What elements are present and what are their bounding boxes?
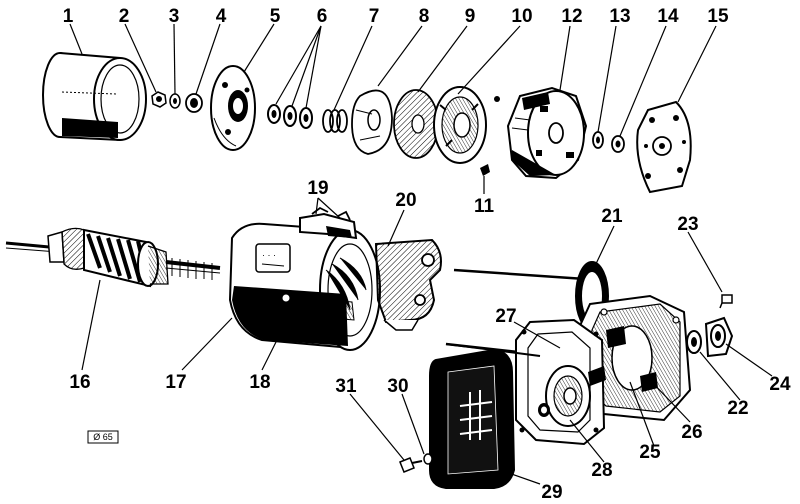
nameplate-glyphs: · · ·: [262, 250, 276, 260]
part-19-terminal: [299, 206, 358, 240]
part-16-armature: [5, 227, 221, 288]
callout-19: 19: [307, 178, 328, 199]
callout-6: 6: [317, 6, 328, 27]
callout-18: 18: [249, 372, 270, 393]
part-22-washer: [686, 330, 702, 354]
callout-7: 7: [369, 6, 380, 27]
part-28-brush-plate: [538, 365, 606, 427]
callout-labels: 1 2 3 4 5 6 7 8 9 10 11 12 13 14 15 16 1…: [63, 6, 791, 503]
part-14-washer: [611, 135, 625, 153]
part-8-disc: [351, 89, 393, 155]
callout-8: 8: [419, 6, 430, 27]
part-26-end-housing: [574, 294, 692, 422]
callout-5: 5: [270, 6, 281, 27]
part-30-washer: [423, 453, 433, 465]
part-3-washer: [169, 93, 181, 109]
callout-25: 25: [639, 442, 661, 463]
part-20-mounting-flange: [374, 238, 442, 331]
part-18-field-frame: · · ·: [228, 222, 381, 351]
callout-1: 1: [63, 6, 74, 27]
part-24-nut: [704, 316, 734, 358]
reference-code: Ø 65: [93, 432, 113, 442]
part-5-end-plate: [210, 65, 256, 151]
callout-24: 24: [769, 374, 791, 395]
part-7-spring: [322, 109, 348, 133]
reference-code-stamp: Ø 65: [87, 430, 119, 444]
callout-9: 9: [465, 6, 476, 27]
part-4-bush: [185, 93, 203, 113]
callout-14: 14: [657, 6, 679, 27]
part-31-screw: [399, 457, 423, 473]
callout-11: 11: [474, 196, 495, 217]
part-13-washer: [592, 131, 604, 149]
part-6-washers: [267, 104, 313, 129]
part-1-band: [42, 52, 147, 142]
part-9-friction-disc: [393, 89, 439, 159]
callout-21: 21: [601, 206, 623, 227]
part-10-clutch-drum: [433, 86, 487, 164]
callout-30: 30: [387, 376, 408, 397]
leader-lines: [69, 23, 773, 485]
callout-16: 16: [69, 372, 90, 393]
callout-10: 10: [511, 6, 532, 27]
callout-29: 29: [541, 482, 562, 503]
callout-4: 4: [216, 6, 227, 27]
callout-15: 15: [707, 6, 729, 27]
part-23-screw: [719, 294, 733, 309]
callout-27: 27: [495, 306, 516, 327]
callout-2: 2: [119, 6, 130, 27]
callout-23: 23: [677, 214, 698, 235]
callout-28: 28: [591, 460, 612, 481]
callout-31: 31: [335, 376, 357, 397]
part-29-cover: [429, 343, 541, 489]
callout-22: 22: [727, 398, 748, 419]
callout-13: 13: [609, 6, 630, 27]
part-11-key: [480, 164, 490, 176]
callout-20: 20: [395, 190, 416, 211]
part-12-housing: [494, 86, 588, 180]
callout-3: 3: [169, 6, 180, 27]
callout-12: 12: [561, 6, 582, 27]
callout-17: 17: [165, 372, 186, 393]
part-2-nut: [151, 91, 167, 108]
callout-26: 26: [681, 422, 702, 443]
part-15-cover-plate: [636, 100, 692, 194]
